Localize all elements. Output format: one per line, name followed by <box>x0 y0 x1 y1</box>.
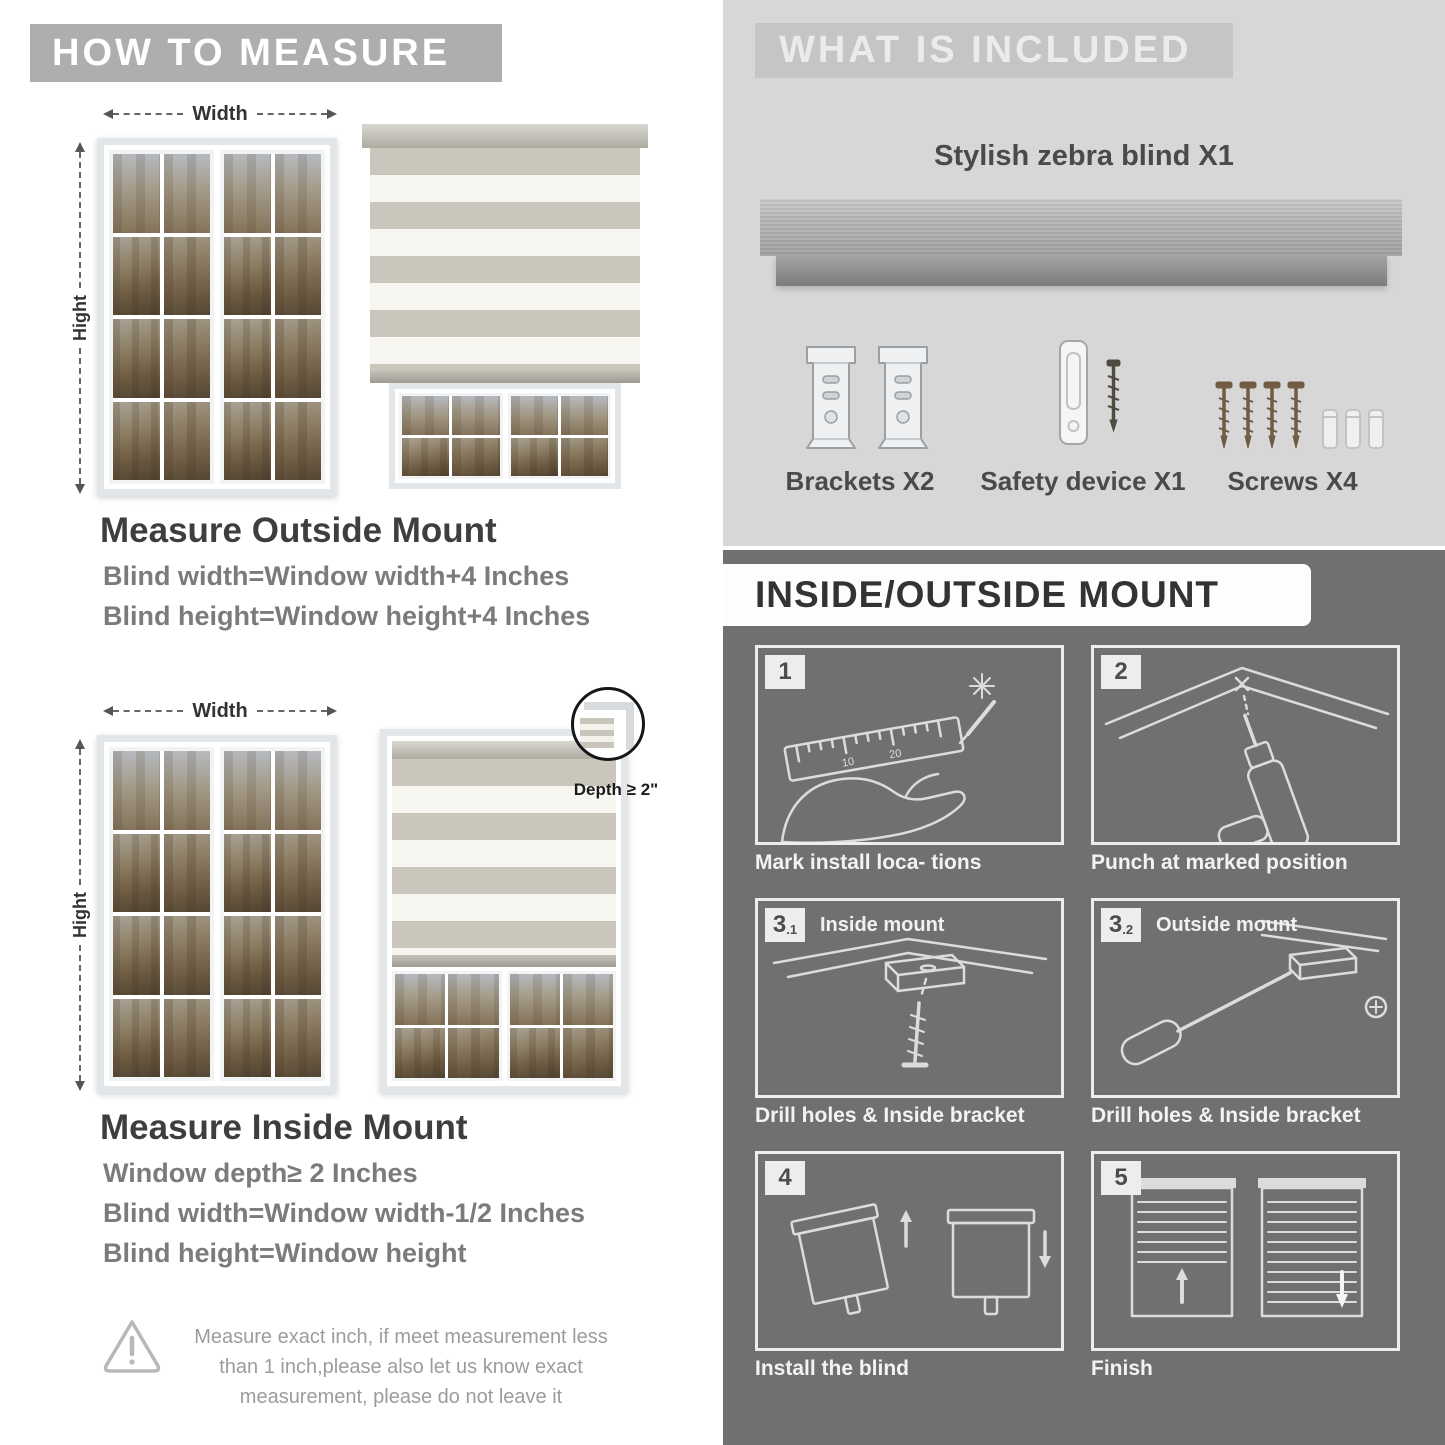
safety-device-icon <box>1059 340 1121 445</box>
drill-illustration <box>1104 666 1390 842</box>
screws-label: Screws X4 <box>1227 466 1358 496</box>
window-illustration-outside <box>97 138 337 496</box>
depth-detail-circle <box>571 687 645 761</box>
window-sash <box>109 747 214 1081</box>
depth-label: Depth ≥ 2" <box>573 780 659 799</box>
window-sash <box>392 971 502 1081</box>
window-illustration-inside <box>97 735 337 1093</box>
mount-section-header: INSIDE/OUTSIDE MOUNT <box>723 564 1311 626</box>
arrowhead-left <box>103 109 113 119</box>
step-number: 5 <box>1101 1161 1141 1195</box>
svg-text:20: 20 <box>888 747 902 761</box>
window-sash <box>507 393 611 479</box>
blind-bottomrail <box>370 370 640 383</box>
step-caption-3-1: Drill holes & Inside bracket <box>755 1104 1025 1127</box>
safety-device-label: Safety device X1 <box>980 466 1186 496</box>
width-label: Width <box>192 102 248 125</box>
step-panel-3-1: 3.1 Inside mount <box>755 898 1064 1098</box>
outside-formula-width: Blind width=Window width+4 Inches <box>103 561 570 591</box>
blind-edge-detail <box>580 718 614 748</box>
blind-stripes <box>370 148 640 370</box>
arrowhead-up <box>75 142 85 152</box>
blind-cassette-illustration <box>760 199 1402 256</box>
step-label: Inside mount <box>820 914 945 936</box>
step-panel-4: 4 <box>755 1151 1064 1351</box>
product-title: Stylish zebra blind X1 <box>934 140 1234 172</box>
arrowhead-up <box>75 739 85 749</box>
blind-bottomrail <box>392 955 616 967</box>
step-panel-2: 2 <box>1091 645 1400 845</box>
width-label: Width <box>192 699 248 722</box>
brackets-label: Brackets X2 <box>785 466 935 496</box>
step-panel-5: 5 <box>1091 1151 1400 1351</box>
window-under-blind <box>392 971 616 1081</box>
screws-icon <box>1215 381 1384 449</box>
bracket-icon <box>806 346 856 449</box>
outside-formula-height: Blind height=Window height+4 Inches <box>103 601 591 631</box>
zebra-blind-inside-illustration <box>380 729 628 1093</box>
step-caption-1: Mark install loca- tions <box>755 851 982 874</box>
blind-headrail <box>362 124 648 148</box>
step-number: 3.1 <box>765 908 805 942</box>
step-number: 3.2 <box>1101 908 1141 942</box>
install-blind-illustration <box>790 1203 1051 1316</box>
mount-instructions-section <box>723 550 1445 1445</box>
zebra-blind-outside-illustration <box>362 124 648 489</box>
window-sash <box>506 971 616 1081</box>
how-to-measure-header: HOW TO MEASURE <box>30 24 502 82</box>
step-panel-3-2: 3.2 Outside mount <box>1091 898 1400 1098</box>
inside-bracket-illustration <box>772 937 1048 1068</box>
blind-cassette-underside <box>776 256 1387 286</box>
arrowhead-down <box>75 484 85 495</box>
step-caption-3-2: Drill holes & Inside bracket <box>1091 1104 1361 1127</box>
frame-corner-detail <box>584 702 634 750</box>
svg-text:10: 10 <box>841 756 855 770</box>
inside-formula-width: Blind width=Window width-1/2 Inches <box>103 1198 586 1228</box>
height-arrow: Hight <box>69 739 90 1092</box>
step-number: 2 <box>1101 655 1141 689</box>
step-label: Outside mount <box>1156 914 1298 936</box>
height-label: Hight <box>69 295 90 341</box>
step-caption-2: Punch at marked position <box>1091 851 1348 874</box>
window-under-blind <box>389 383 621 489</box>
arrowhead-down <box>75 1081 85 1092</box>
step-number: 1 <box>765 655 805 689</box>
arrowhead-left <box>103 706 113 716</box>
warning-icon <box>103 1320 161 1373</box>
measure-warning-text: Measure exact inch, if meet measurement … <box>194 1326 608 1408</box>
outside-bracket-illustration <box>1120 919 1388 1066</box>
mark-location-illustration: 10 20 <box>780 673 996 842</box>
height-label: Hight <box>69 892 90 938</box>
height-arrow: Hight <box>69 142 90 495</box>
bracket-icon <box>878 346 928 449</box>
step-number: 4 <box>765 1161 805 1195</box>
inside-formula-depth: Window depth≥ 2 Inches <box>103 1158 418 1188</box>
inside-mount-title: Measure Inside Mount <box>100 1108 468 1147</box>
step-caption-4: Install the blind <box>755 1357 910 1380</box>
blind-stripes <box>392 759 616 955</box>
window-sash <box>399 393 503 479</box>
outside-mount-title: Measure Outside Mount <box>100 511 497 550</box>
what-is-included-header: WHAT IS INCLUDED <box>755 23 1233 78</box>
window-sash <box>220 747 325 1081</box>
blind-headrail <box>392 741 616 759</box>
step-panel-1: 10 20 1 <box>755 645 1064 845</box>
arrowhead-right <box>327 706 338 716</box>
arrowhead-right <box>327 109 338 119</box>
step-caption-5: Finish <box>1091 1357 1153 1380</box>
window-sash <box>220 150 325 484</box>
width-arrow: Width <box>103 102 338 125</box>
width-arrow: Width <box>103 699 338 722</box>
finish-illustration <box>1128 1178 1366 1318</box>
window-sash <box>109 150 214 484</box>
inside-formula-height: Blind height=Window height <box>103 1238 467 1268</box>
